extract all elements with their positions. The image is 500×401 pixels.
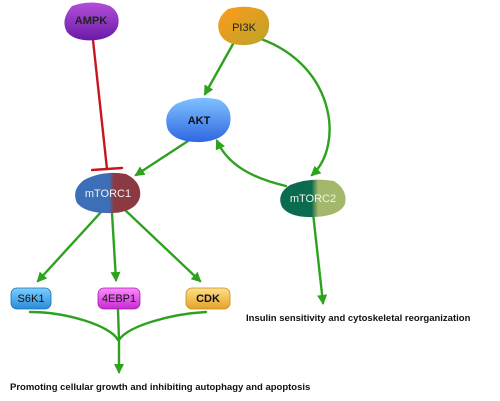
edge-pi3k-to-akt xyxy=(203,42,235,96)
outcome-insulin-sensitivity: Insulin sensitivity and cytoskeletal reo… xyxy=(246,313,471,324)
edges xyxy=(28,34,331,375)
pi3k-label: PI3K xyxy=(232,22,257,34)
ampk-label: AMPK xyxy=(75,15,107,27)
node-s6k1: S6K1 xyxy=(10,287,52,310)
edge-4ebp1-to-growth xyxy=(116,308,121,342)
node-akt: AKT xyxy=(166,97,231,143)
node-4ebp1: 4EBP1 xyxy=(97,287,141,310)
edge-mtorc2-to-akt xyxy=(215,139,288,188)
node-ampk: AMPK xyxy=(64,2,119,41)
edge-mtorc1-to-cdk xyxy=(123,208,202,283)
4ebp1-shape xyxy=(97,287,141,310)
pi3k-shape xyxy=(218,6,270,46)
s6k1-label: S6K1 xyxy=(18,293,45,305)
node-mtorc1: mTORC1 xyxy=(75,172,141,214)
edge-akt-to-mtorc1 xyxy=(134,139,190,177)
ampk-shape xyxy=(64,2,119,41)
node-mtorc2: mTORC2 xyxy=(280,179,346,218)
mtorc1-shape xyxy=(75,172,141,214)
akt-shape xyxy=(166,97,231,143)
akt-label: AKT xyxy=(188,115,211,127)
edge-mtorc1-to-4ebp1 xyxy=(110,211,121,283)
edge-ampk-inhibitor-bar xyxy=(90,166,124,172)
cdk-shape xyxy=(185,287,231,310)
outcome-cellular-growth: Promoting cellular growth and inhibiting… xyxy=(10,382,310,393)
mtorc1-label: mTORC1 xyxy=(85,188,131,200)
mtorc2-label: mTORC2 xyxy=(290,193,336,205)
edge-mtorc1-to-s6k1 xyxy=(36,209,104,283)
edge-s6k1-to-growth xyxy=(28,310,120,342)
node-pi3k: PI3K xyxy=(218,6,270,46)
s6k1-shape xyxy=(10,287,52,310)
4ebp1-label: 4EBP1 xyxy=(102,293,136,305)
mtorc2-shape xyxy=(280,179,346,218)
edge-ampk-inhibits-mtorc1 xyxy=(91,38,109,171)
cdk-label: CDK xyxy=(196,293,220,305)
edge-mtorc2-to-insulin-outcome xyxy=(311,211,328,306)
edge-pi3k-to-mtorc2 xyxy=(250,34,331,177)
node-cdk: CDK xyxy=(185,287,231,310)
edge-cdk-to-growth xyxy=(117,310,208,342)
